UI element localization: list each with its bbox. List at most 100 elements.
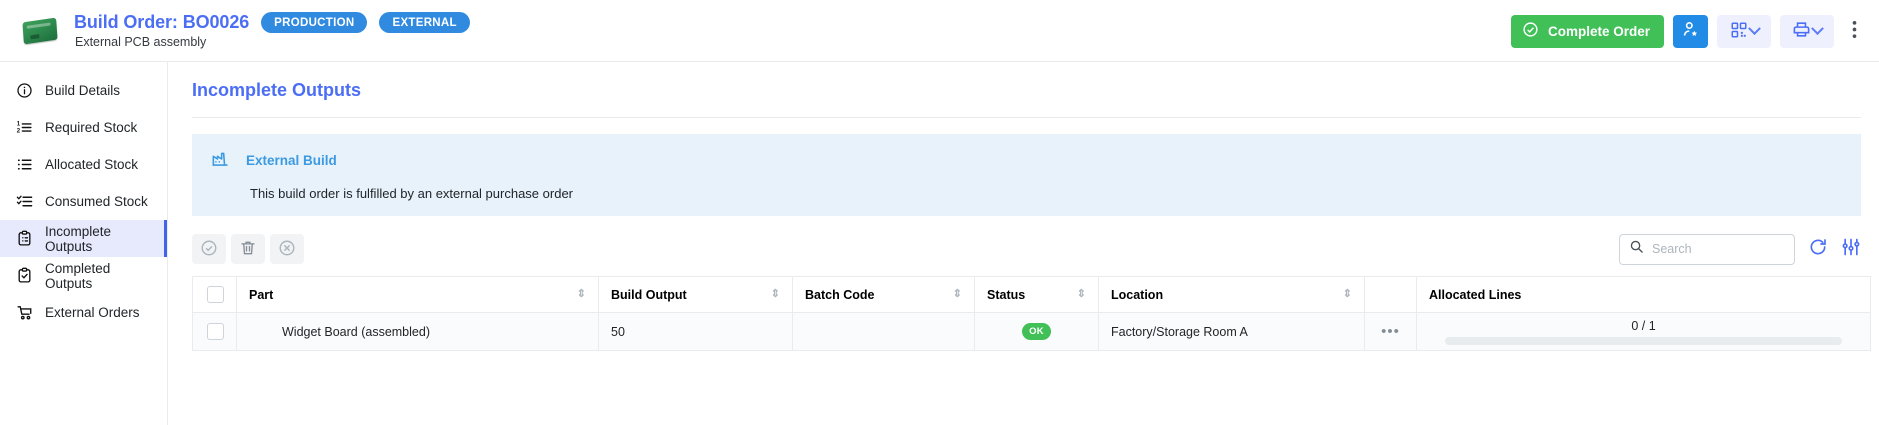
sort-icon: ⇕ (576, 288, 586, 300)
qr-code-icon (1730, 21, 1748, 42)
filter-sliders-icon[interactable] (1841, 237, 1861, 262)
header-select-all (192, 276, 237, 313)
header-allocated-lines: Allocated Lines (1416, 276, 1871, 313)
overflow-menu-button[interactable] (1843, 15, 1865, 48)
app-header: Build Order: BO0026 PRODUCTION EXTERNAL … (0, 0, 1879, 62)
printer-icon (1792, 20, 1811, 42)
header-actions: Complete Order (1510, 0, 1865, 62)
header-label: Batch Code (805, 287, 875, 302)
header-row-menu (1364, 276, 1417, 313)
header-location[interactable]: Location ⇕ (1098, 276, 1365, 313)
cell-allocated-lines: 0 / 1 (1416, 312, 1871, 351)
svg-text:2: 2 (17, 128, 21, 134)
status-badge-external: EXTERNAL (379, 12, 470, 33)
qr-code-button[interactable] (1717, 14, 1771, 48)
header-batch-code[interactable]: Batch Code ⇕ (792, 276, 975, 313)
sidebar-item-completed-outputs[interactable]: Completed Outputs (0, 257, 167, 294)
sidebar-label: Incomplete Outputs (45, 223, 112, 254)
sidebar-item-consumed-stock[interactable]: Consumed Stock (0, 183, 167, 220)
complete-order-button[interactable]: Complete Order (1510, 14, 1664, 48)
row-select-cell (192, 312, 237, 351)
sort-icon: ⇕ (952, 288, 962, 300)
alert-title: External Build (246, 153, 337, 168)
sidebar-label: Completed Outputs (45, 260, 111, 291)
sidebar-label: Required Stock (45, 120, 138, 135)
sidebar-item-required-stock[interactable]: 1 2 Required Stock (0, 109, 167, 146)
trash-icon (239, 239, 257, 260)
divider (192, 117, 1861, 118)
part-name: Widget Board (assembled) (282, 324, 430, 339)
allocated-label: 0 / 1 (1631, 318, 1656, 333)
page-title: Build Order: BO0026 (74, 12, 250, 32)
sidebar-item-build-details[interactable]: Build Details (0, 72, 167, 109)
user-star-icon (1681, 20, 1700, 42)
sidebar-label: External Orders (45, 305, 140, 320)
info-circle-icon (16, 82, 33, 99)
header-label: Location (1111, 287, 1164, 302)
chevron-down-icon (1747, 21, 1761, 35)
complete-outputs-button[interactable] (192, 234, 226, 264)
vertical-dots-icon (1852, 20, 1857, 42)
select-all-checkbox[interactable] (207, 286, 224, 303)
main-panel: Incomplete Outputs External Build This b… (168, 62, 1879, 425)
table-header-row: Part ⇕ Build Output ⇕ Batch Code ⇕ (192, 276, 1871, 313)
external-build-alert: External Build This build order is fulfi… (192, 134, 1861, 216)
ordered-list-icon: 1 2 (16, 119, 33, 136)
x-circle-icon (278, 239, 296, 260)
check-list-icon (16, 193, 33, 210)
sidebar-item-external-orders[interactable]: External Orders (0, 294, 167, 331)
table-toolbar (192, 232, 1861, 266)
outputs-table: Part ⇕ Build Output ⇕ Batch Code ⇕ (192, 276, 1871, 351)
complete-order-label: Complete Order (1547, 23, 1650, 39)
header-part[interactable]: Part ⇕ (236, 276, 599, 313)
search-box[interactable] (1619, 233, 1795, 265)
header-label: Build Output (611, 287, 687, 302)
cell-status: OK (974, 312, 1099, 351)
sort-icon: ⇕ (1342, 288, 1352, 300)
row-checkbox[interactable] (207, 323, 224, 340)
header-label: Status (987, 287, 1026, 302)
table-row[interactable]: Widget Board (assembled) 50 OK Factory/S… (192, 312, 1871, 351)
status-badge-production: PRODUCTION (261, 12, 368, 33)
header-status[interactable]: Status ⇕ (974, 276, 1099, 313)
panel-title: Incomplete Outputs (192, 80, 362, 100)
pcb-board-thumbnail (249, 324, 269, 340)
header-label: Part (249, 287, 274, 302)
delete-outputs-button[interactable] (231, 234, 265, 264)
status-badge: OK (1022, 323, 1051, 340)
check-circle-icon (1522, 21, 1539, 41)
allocated-progress-bar (1445, 336, 1842, 345)
refresh-icon[interactable] (1808, 237, 1828, 262)
sort-icon: ⇕ (1076, 288, 1086, 300)
alert-body: This build order is fulfilled by an exte… (250, 186, 574, 201)
factory-icon (210, 148, 230, 173)
cell-part: Widget Board (assembled) (236, 312, 599, 351)
header-text-block: Build Order: BO0026 PRODUCTION EXTERNAL … (74, 12, 470, 49)
sidebar-label: Allocated Stock (45, 157, 139, 172)
sidebar: Build Details 1 2 Required Stock Allocat… (0, 62, 168, 425)
build-order-thumbnail (20, 11, 60, 51)
sidebar-item-incomplete-outputs[interactable]: Incomplete Outputs (0, 220, 167, 257)
sidebar-label: Build Details (45, 83, 121, 98)
header-build-output[interactable]: Build Output ⇕ (598, 276, 793, 313)
sort-icon: ⇕ (770, 288, 780, 300)
assign-user-button[interactable] (1673, 14, 1708, 48)
svg-text:1: 1 (17, 122, 21, 128)
chevron-down-icon (1811, 21, 1824, 35)
check-circle-icon (200, 239, 218, 260)
sidebar-label: Consumed Stock (45, 194, 148, 209)
cell-batch-code (792, 312, 975, 351)
cart-icon (16, 304, 33, 321)
page-body: Build Details 1 2 Required Stock Allocat… (0, 62, 1879, 425)
sidebar-item-allocated-stock[interactable]: Allocated Stock (0, 146, 167, 183)
cell-location: Factory/Storage Room A (1098, 312, 1365, 351)
cell-row-menu: ••• (1364, 312, 1417, 351)
print-button[interactable] (1780, 14, 1834, 48)
bullet-list-icon (16, 156, 33, 173)
clipboard-check-icon (16, 267, 33, 284)
header-label: Allocated Lines (1429, 287, 1522, 302)
search-input[interactable] (1652, 242, 1785, 256)
cancel-outputs-button[interactable] (270, 234, 304, 264)
horizontal-dots-icon[interactable]: ••• (1381, 323, 1400, 340)
build-order-subtitle: External PCB assembly (75, 35, 207, 49)
